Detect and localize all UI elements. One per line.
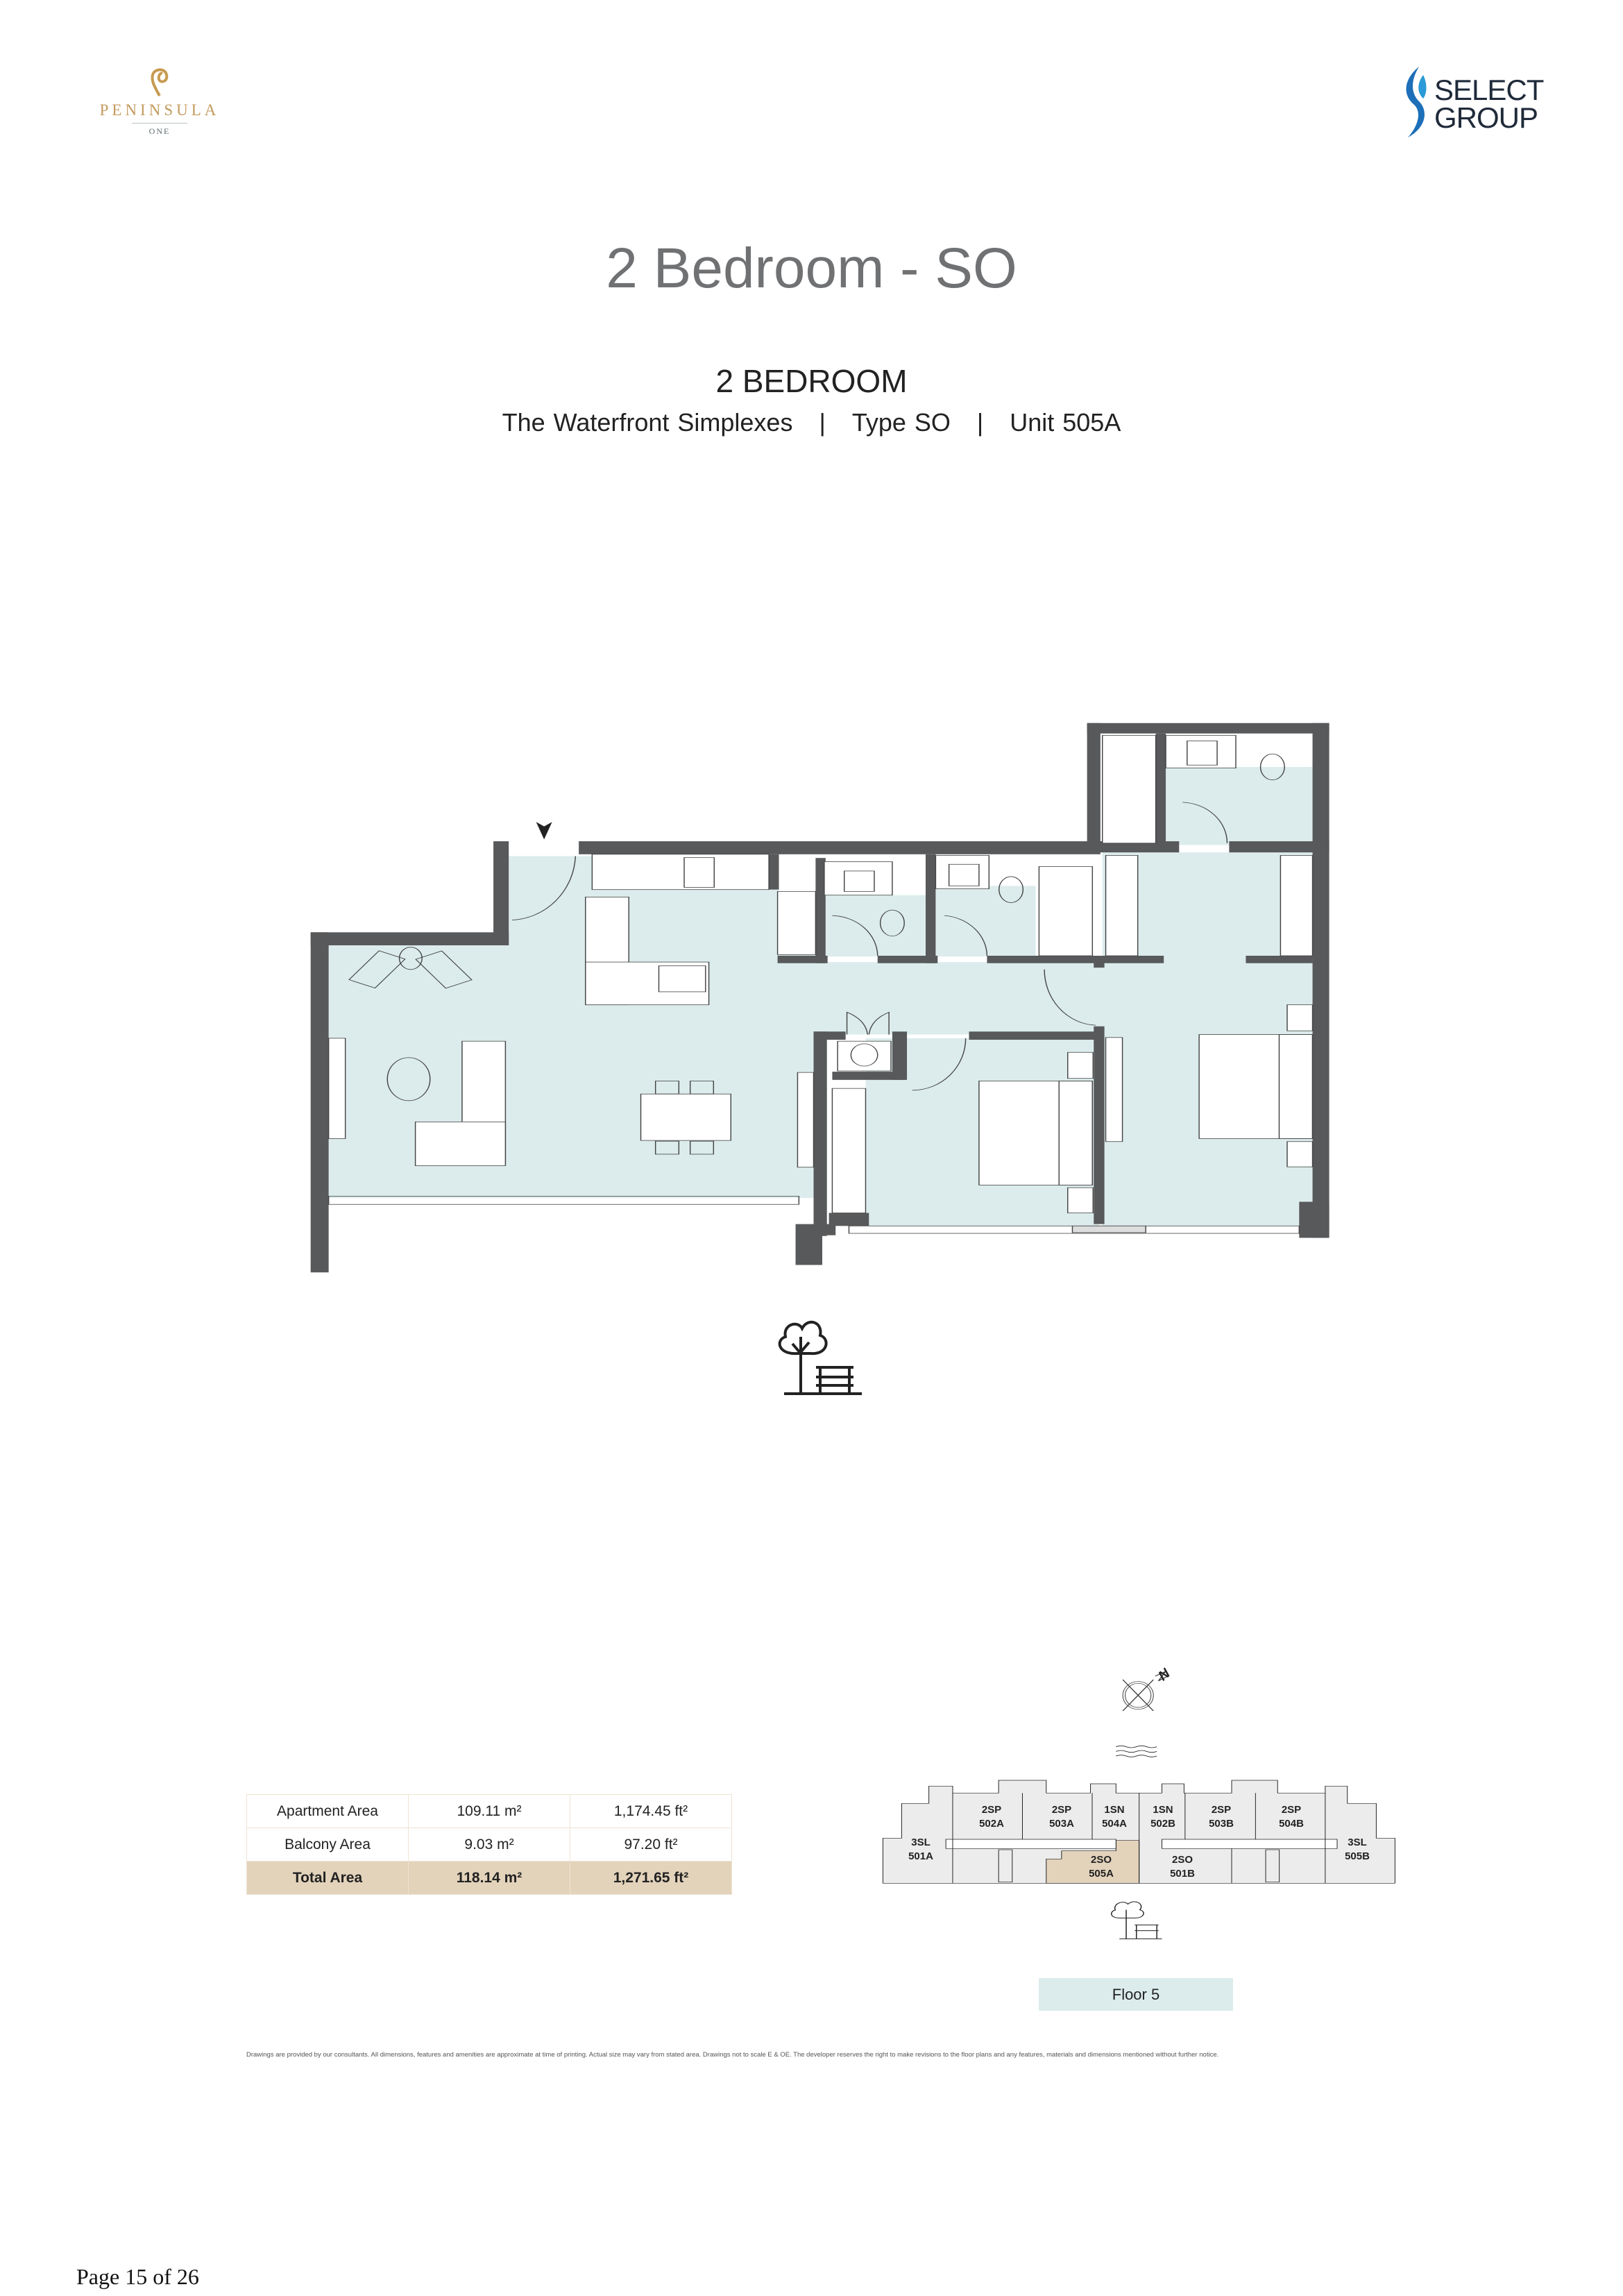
fixtures (328, 735, 1314, 1234)
table-row: Apartment Area 109.11 m² 1,174.45 ft² (246, 1794, 732, 1828)
unit-number: Unit 505A (1010, 408, 1121, 437)
unit-heading: 2 BEDROOM (715, 363, 908, 399)
floor-plan (310, 723, 1329, 1273)
compass-icon (1122, 1670, 1169, 1712)
area-table: Apartment Area 109.11 m² 1,174.45 ft² Ba… (246, 1794, 732, 1895)
park-tree-bench-icon (778, 1320, 862, 1395)
floor-areas (328, 766, 1313, 1226)
select-group-logo: SELECT GROUP (1398, 64, 1558, 144)
park-tree-bench-icon (1111, 1901, 1162, 1939)
page-title: 2 Bedroom - SO (606, 237, 1017, 300)
separator: | (976, 408, 984, 437)
peninsula-one-logo: PENINSULA ONE (83, 61, 236, 144)
table-row: Balcony Area 9.03 m² 97.20 ft² (246, 1827, 732, 1862)
floor-label: Floor 5 (1039, 1978, 1233, 2011)
walls (310, 723, 1329, 1273)
row-label: Apartment Area (246, 1794, 409, 1828)
row-label: Balcony Area (246, 1827, 409, 1862)
logo-subtext: ONE (148, 126, 171, 136)
disclaimer: Drawings are provided by our consultants… (246, 2051, 1219, 2059)
logo-divider (132, 123, 187, 124)
key-plan-drawing (882, 1670, 1395, 1939)
peninsula-drop-icon (151, 68, 169, 96)
row-sqft: 1,174.45 ft² (570, 1794, 732, 1828)
unit-info: The Waterfront Simplexes | Type SO | Unit 50… (0, 408, 1623, 437)
logo-group-text: GROUP (1434, 101, 1538, 134)
key-plan (881, 1666, 1409, 2013)
logo-select-text: SELECT (1434, 74, 1544, 106)
separator: | (819, 408, 826, 437)
row-sqft: 97.20 ft² (570, 1827, 732, 1862)
row-sqft: 1,271.65 ft² (570, 1861, 732, 1895)
table-row-total: Total Area 118.14 m² 1,271.65 ft² (246, 1861, 732, 1895)
select-swoosh-icon (1406, 67, 1427, 137)
page-number: Page 15 of 26 (76, 2264, 199, 2289)
entrance-arrow-icon (536, 822, 552, 840)
unit-type: Type SO (851, 408, 951, 437)
row-sqm: 118.14 m² (408, 1861, 570, 1895)
logo-wordmark: PENINSULA (99, 101, 220, 119)
row-sqm: 109.11 m² (408, 1794, 570, 1828)
row-sqm: 9.03 m² (408, 1827, 570, 1862)
row-label: Total Area (246, 1861, 409, 1895)
water-waves-icon (1116, 1745, 1157, 1757)
collection-name: The Waterfront Simplexes (502, 408, 793, 437)
